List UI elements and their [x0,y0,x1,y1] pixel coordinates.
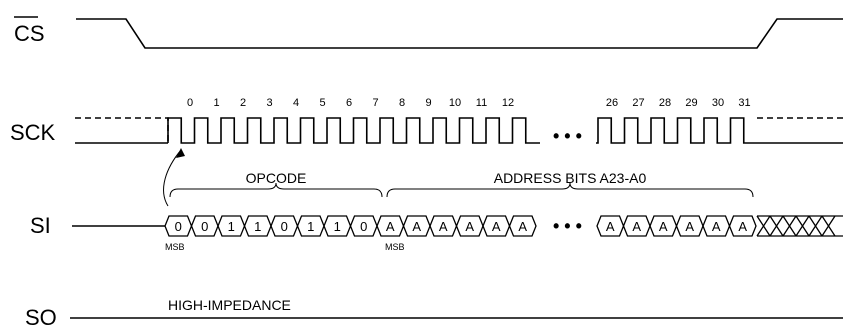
sck-pulses-last [596,117,757,144]
sample-arrowhead [176,148,185,158]
clock-number-3: 3 [266,97,272,109]
clock-number-11: 11 [476,97,487,109]
sck-ellipsis: • • • [553,126,582,146]
opcode-bit-5-value: 1 [307,219,314,234]
address-bit-0-value: A [386,219,395,234]
address-bit-late-0-value: A [606,219,615,234]
si-bit-cells: 0 0 1 1 0 1 1 0 A A A A A A A A A A A A [164,215,757,237]
address-bit-late-1-value: A [632,219,641,234]
opcode-bit-4-value: 0 [281,219,288,234]
clock-number-9: 9 [425,97,431,109]
opcode-bit-1-value: 0 [201,219,208,234]
sck-signal-label: SCK [10,120,56,145]
sample-arrow [163,149,182,207]
clock-number-30: 30 [712,97,724,109]
opcode-label: OPCODE [246,170,307,186]
clock-number-31: 31 [738,97,750,109]
si-signal-label: SI [30,213,51,238]
address-msb-label: MSB [385,242,405,252]
address-bit-5-cell [508,215,537,237]
si-ellipsis: • • • [553,216,582,236]
opcode-bit-7-value: 0 [360,219,367,234]
opcode-msb-label: MSB [165,242,185,252]
opcode-bit-0-value: 0 [175,219,182,234]
opcode-bit-6-value: 1 [334,219,341,234]
so-signal-label: SO [25,305,57,327]
address-bit-5-value: A [518,219,527,234]
clock-number-12: 12 [502,97,514,109]
sck-dashed-idle-start [75,117,169,143]
clock-number-28: 28 [659,97,671,109]
clock-number-6: 6 [346,97,352,109]
address-bit-2-value: A [439,219,448,234]
clock-number-27: 27 [632,97,644,109]
si-dont-care-region [756,215,843,237]
clock-number-1: 1 [213,97,219,109]
address-bit-1-value: A [412,219,421,234]
address-bit-3-value: A [465,219,474,234]
high-impedance-label: HIGH-IMPEDANCE [168,297,291,313]
clock-number-2: 2 [240,97,246,109]
clock-number-4: 4 [293,97,299,109]
cs-waveform [76,18,843,49]
opcode-bit-2-value: 1 [228,219,235,234]
opcode-brace [169,182,383,198]
address-bit-late-4-value: A [712,219,721,234]
clock-number-5: 5 [319,97,325,109]
clock-number-8: 8 [399,97,405,109]
address-bit-late-5-value: A [738,219,747,234]
cs-signal-label: CS [14,21,45,46]
clock-number-0: 0 [187,97,193,109]
address-bit-late-5-cell [728,215,757,237]
clock-number-10: 10 [449,97,461,109]
address-label: ADDRESS BITS A23-A0 [494,170,647,186]
clock-number-7: 7 [372,97,378,109]
opcode-bit-3-value: 1 [254,219,261,234]
address-bit-late-2-value: A [659,219,668,234]
sck-pulses-first [167,117,540,144]
address-bit-late-3-value: A [685,219,694,234]
address-bit-4-value: A [492,219,501,234]
clock-number-29: 29 [685,97,697,109]
clock-number-26: 26 [606,97,618,109]
address-brace [386,182,754,198]
